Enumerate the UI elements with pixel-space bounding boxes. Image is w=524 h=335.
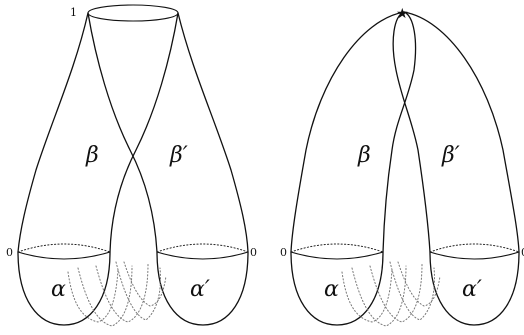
right-panel: ★ 0 0 β β′ α α′ — [280, 6, 524, 327]
left-alpha-label: α — [51, 277, 66, 302]
left-dotted-trace-3 — [95, 263, 149, 323]
left-strand-to-left-leg — [109, 12, 179, 253]
left-base-circle-front-b — [156, 251, 249, 260]
left-dotted-trace-4 — [115, 261, 161, 321]
left-base-circle-front-a — [17, 251, 111, 260]
right-left-base-level-label: 0 — [280, 246, 287, 259]
right-base-circle-front-a — [290, 251, 384, 260]
left-right-base-level-label: 0 — [250, 246, 257, 259]
right-dotted-trace-1 — [341, 269, 393, 323]
right-star-marker: ★ — [396, 6, 409, 22]
right-dotted-trace-4 — [389, 261, 435, 321]
left-strand-to-right-leg — [87, 12, 158, 253]
left-base-circle-back-b — [156, 243, 249, 253]
right-dotted-trace-5 — [397, 261, 441, 307]
left-left-base-level-label: 0 — [6, 246, 13, 259]
right-alpha-label: α — [324, 277, 339, 302]
left-top-circle — [87, 4, 179, 22]
right-alpha-prime-label: α′ — [462, 277, 482, 302]
left-alpha-prime-label: α′ — [190, 277, 210, 302]
left-panel: 1 0 0 β β′ α α′ — [6, 4, 257, 327]
left-top-level-label: 1 — [70, 6, 77, 19]
right-base-circle-front-b — [429, 251, 520, 260]
left-beta-label: β — [85, 143, 99, 168]
right-beta-prime-label: β′ — [441, 143, 460, 168]
left-dotted-trace-5 — [123, 261, 167, 307]
left-alpha-cap — [17, 251, 111, 326]
right-inner-loop-left — [392, 11, 431, 253]
right-dotted-trace-3 — [369, 263, 423, 323]
left-dotted-trace-2 — [77, 265, 133, 327]
left-base-circle-back-a — [17, 243, 111, 253]
right-beta-label: β — [357, 143, 371, 168]
left-outer-left-wall — [17, 12, 89, 253]
right-outer-left-wall — [290, 11, 405, 253]
left-beta-prime-label: β′ — [169, 143, 188, 168]
left-dotted-trace-1 — [67, 269, 119, 323]
right-alpha-prime-cap — [429, 251, 520, 326]
right-base-circle-back-b — [429, 243, 520, 253]
left-outer-right-wall — [177, 12, 249, 253]
right-alpha-cap — [290, 251, 384, 326]
right-outer-right-wall — [403, 11, 520, 253]
right-base-circle-back-a — [290, 243, 384, 253]
right-inner-loop-right — [382, 11, 417, 253]
left-alpha-prime-cap — [156, 251, 249, 326]
right-right-base-level-label: 0 — [521, 246, 524, 259]
